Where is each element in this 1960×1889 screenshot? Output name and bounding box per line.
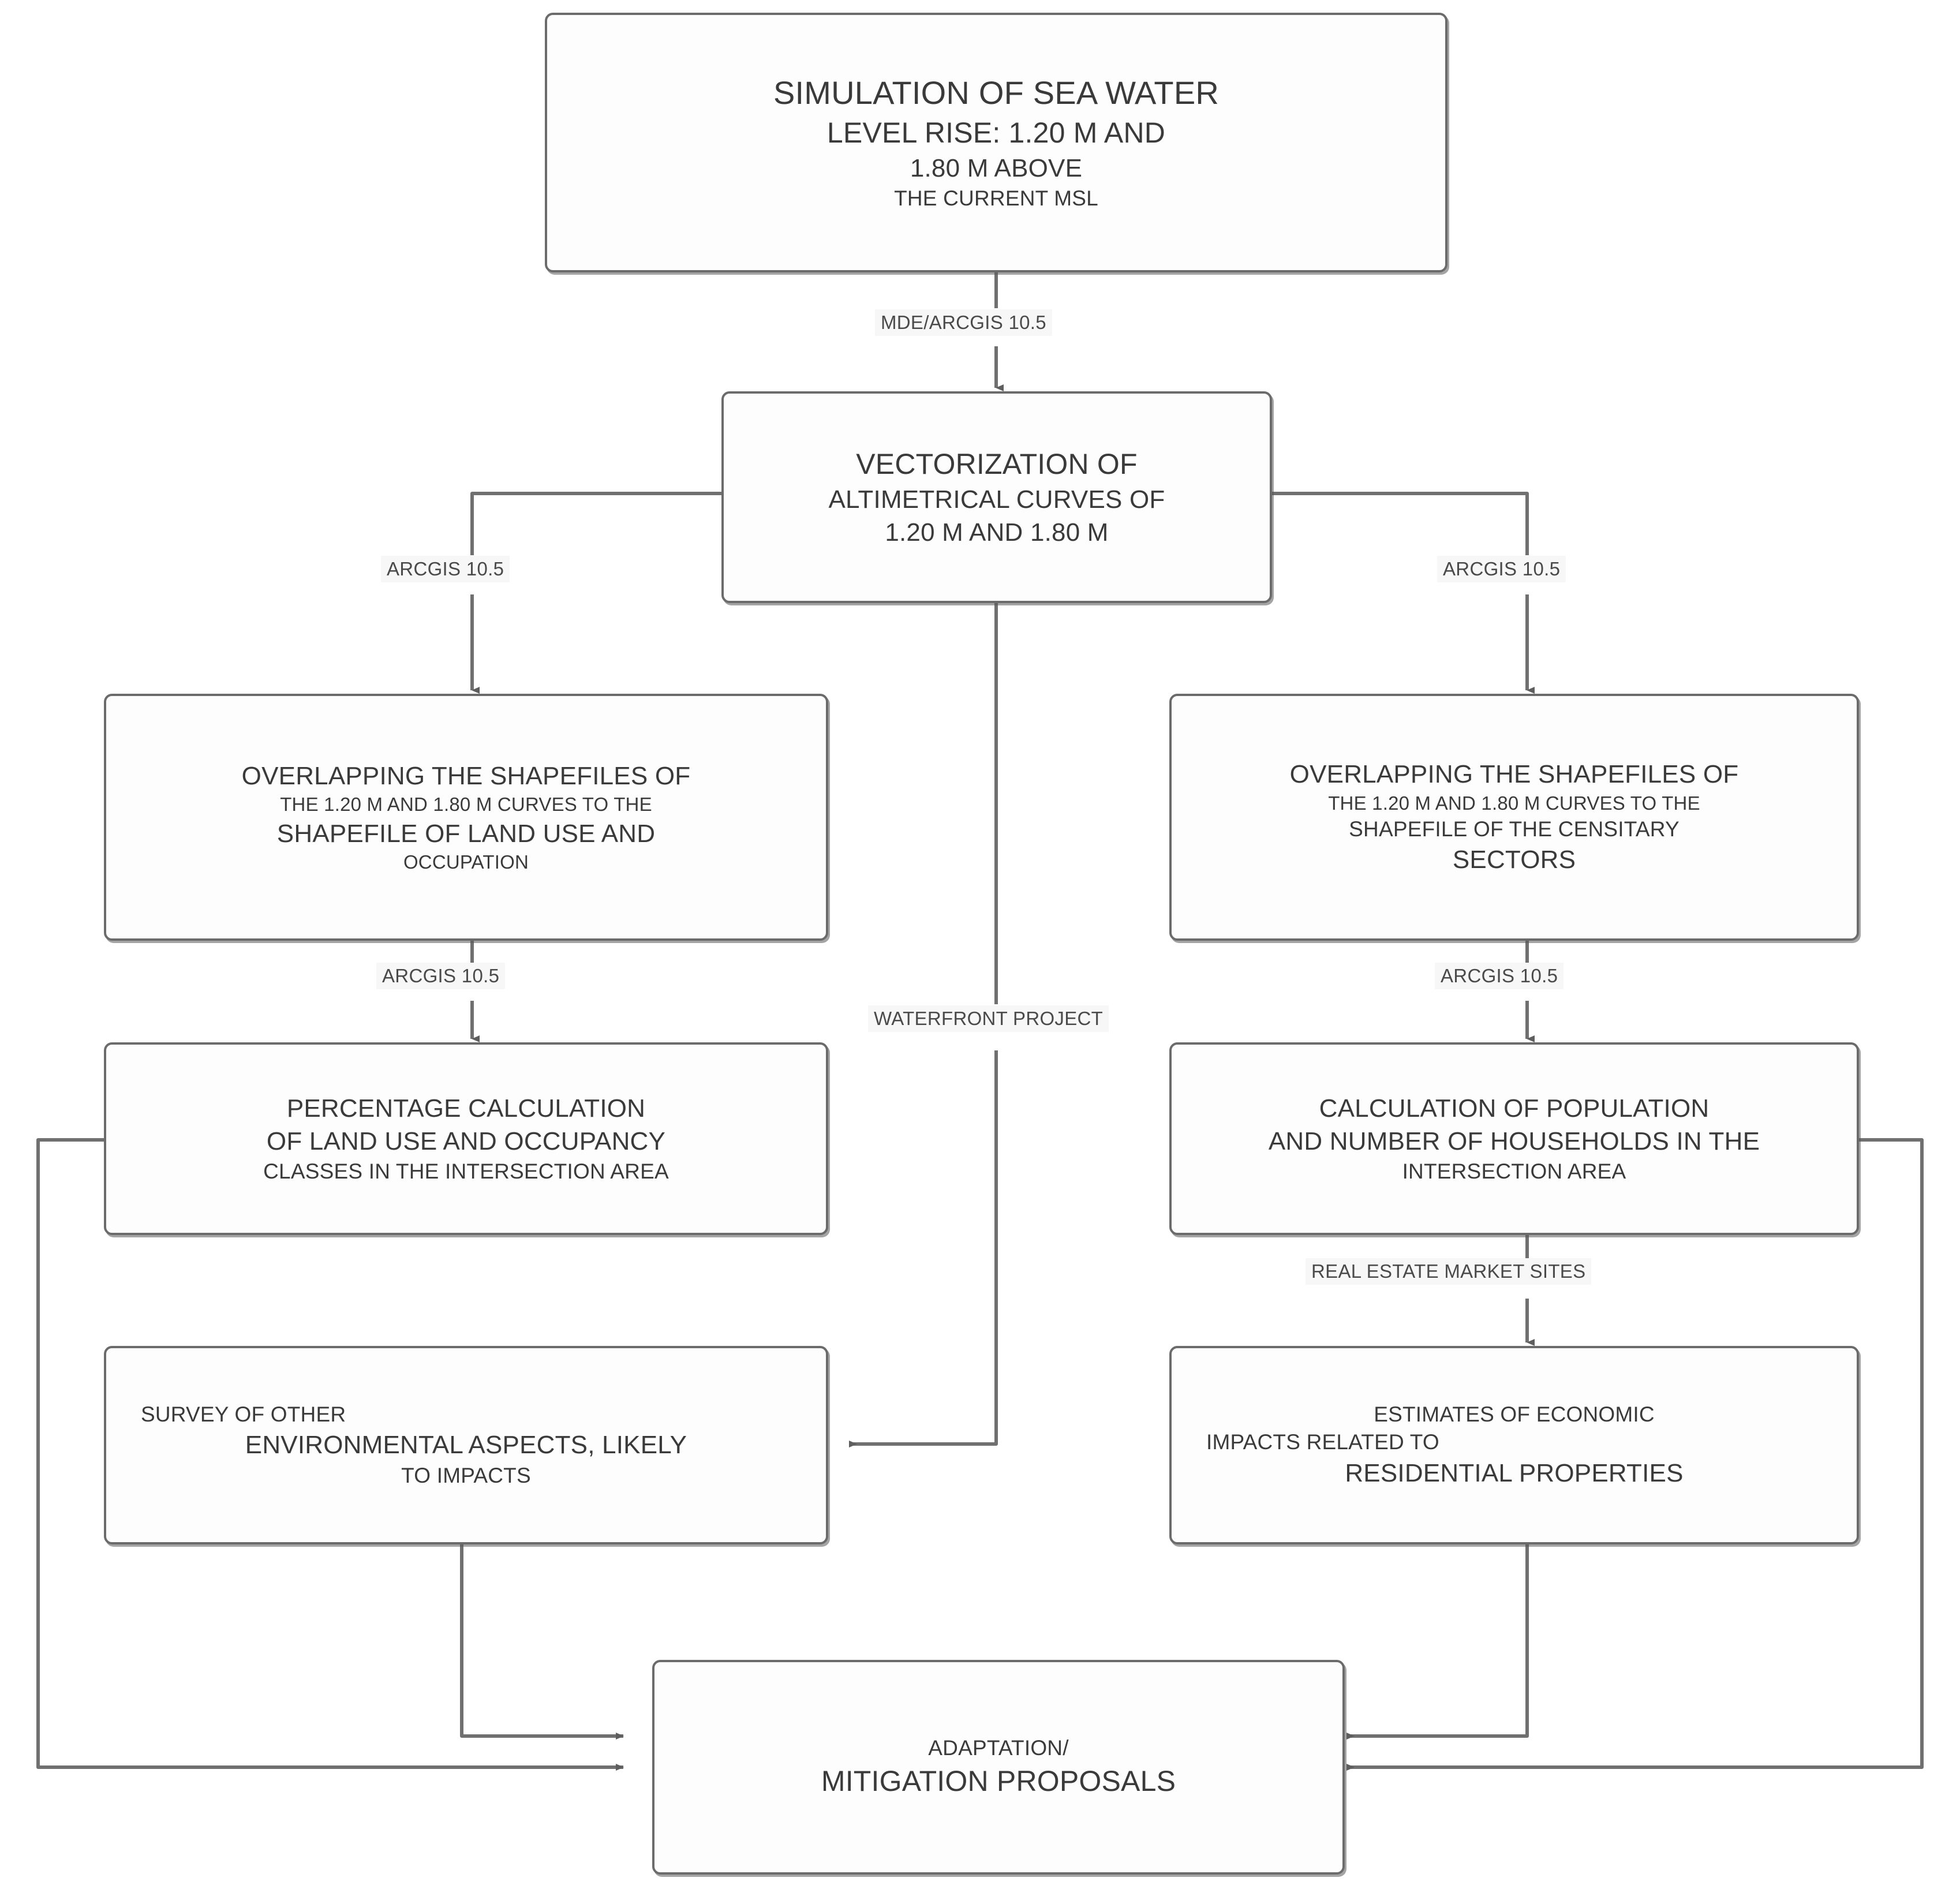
- edge-economic-to-proposals: [1346, 1544, 1529, 1740]
- node-population-calc-line-1: CALCULATION OF POPULATION: [1319, 1094, 1710, 1123]
- node-overlap-landuse-line-1: OVERLAPPING THE SHAPEFILES OF: [241, 761, 691, 790]
- node-vectorization-line-1: VECTORIZATION OF: [856, 447, 1138, 480]
- node-overlap-landuse[interactable]: OVERLAPPING THE SHAPEFILES OF THE 1.20 M…: [104, 694, 828, 941]
- edge-label-arcgis-left-mid: ARCGIS 10.5: [376, 963, 506, 989]
- node-economic-estimates-line-3: RESIDENTIAL PROPERTIES: [1345, 1458, 1684, 1487]
- node-overlap-censitary-line-1: OVERLAPPING THE SHAPEFILES OF: [1289, 760, 1739, 789]
- node-environmental-survey[interactable]: SURVEY OF OTHER ENVIRONMENTAL ASPECTS, L…: [104, 1346, 828, 1544]
- node-environmental-survey-line-2: ENVIRONMENTAL ASPECTS, LIKELY: [245, 1431, 687, 1460]
- node-simulation-line-1: SIMULATION OF SEA WATER: [773, 74, 1220, 111]
- node-population-calc[interactable]: CALCULATION OF POPULATION AND NUMBER OF …: [1169, 1042, 1859, 1235]
- edge-label-waterfront-project: WATERFRONT PROJECT: [868, 1005, 1109, 1032]
- edge-label-arcgis-left-top: ARCGIS 10.5: [381, 556, 510, 582]
- node-simulation-line-2: LEVEL RISE: 1.20 M AND: [826, 117, 1166, 149]
- edge-vectorization-to-environmental-trunk-lower: [849, 1050, 998, 1447]
- node-economic-estimates-line-2: IMPACTS RELATED TO: [1206, 1430, 1439, 1454]
- node-proposals[interactable]: ADAPTATION/ MITIGATION PROPOSALS: [652, 1660, 1345, 1875]
- node-overlap-censitary[interactable]: OVERLAPPING THE SHAPEFILES OF THE 1.20 M…: [1169, 694, 1859, 941]
- edge-label-arcgis-right-top: ARCGIS 10.5: [1437, 556, 1566, 582]
- node-simulation-line-4: THE CURRENT MSL: [894, 186, 1098, 211]
- node-percentage-calc-line-3: CLASSES IN THE INTERSECTION AREA: [263, 1159, 669, 1184]
- node-economic-estimates-line-1: ESTIMATES OF ECONOMIC: [1374, 1402, 1655, 1427]
- node-proposals-line-1: ADAPTATION/: [928, 1736, 1069, 1760]
- node-overlap-landuse-line-2: THE 1.20 M AND 1.80 M CURVES TO THE: [280, 794, 652, 816]
- node-vectorization-line-2: ALTIMETRICAL CURVES OF: [828, 485, 1165, 514]
- node-population-calc-line-3: INTERSECTION AREA: [1402, 1159, 1626, 1184]
- node-overlap-censitary-line-2: THE 1.20 M AND 1.80 M CURVES TO THE: [1328, 792, 1700, 814]
- node-simulation-line-3: 1.80 M ABOVE: [910, 154, 1083, 183]
- node-overlap-censitary-line-3: SHAPEFILE OF THE CENSITARY: [1349, 817, 1680, 841]
- node-overlap-landuse-line-4: OCCUPATION: [403, 851, 529, 873]
- node-simulation[interactable]: SIMULATION OF SEA WATER LEVEL RISE: 1.20…: [545, 13, 1447, 272]
- edge-label-mde-arcgis: MDE/ARCGIS 10.5: [875, 309, 1052, 336]
- node-proposals-line-2: MITIGATION PROPOSALS: [821, 1764, 1176, 1797]
- node-percentage-calc-line-2: OF LAND USE AND OCCUPANCY: [266, 1127, 666, 1155]
- node-percentage-calc[interactable]: PERCENTAGE CALCULATION OF LAND USE AND O…: [104, 1042, 828, 1235]
- node-overlap-landuse-line-3: SHAPEFILE OF LAND USE AND: [276, 820, 656, 848]
- node-vectorization-line-3: 1.20 M AND 1.80 M: [885, 518, 1109, 547]
- node-economic-estimates[interactable]: ESTIMATES OF ECONOMIC IMPACTS RELATED TO…: [1169, 1346, 1859, 1544]
- node-environmental-survey-line-1: SURVEY OF OTHER: [141, 1402, 346, 1427]
- node-population-calc-line-2: AND NUMBER OF HOUSEHOLDS IN THE: [1268, 1127, 1760, 1155]
- node-overlap-censitary-line-4: SECTORS: [1452, 846, 1576, 874]
- edge-environmental-to-proposals: [460, 1544, 624, 1740]
- node-percentage-calc-line-1: PERCENTAGE CALCULATION: [286, 1094, 646, 1123]
- edge-vectorization-to-overlap-landuse: [470, 492, 721, 555]
- node-vectorization[interactable]: VECTORIZATION OF ALTIMETRICAL CURVES OF …: [721, 391, 1272, 603]
- edge-vectorization-to-overlap-censitary: [1272, 492, 1529, 555]
- edge-label-real-estate-market-sites: REAL ESTATE MARKET SITES: [1306, 1258, 1592, 1285]
- node-environmental-survey-line-3: TO IMPACTS: [401, 1463, 531, 1487]
- edge-label-arcgis-right-mid: ARCGIS 10.5: [1435, 963, 1564, 989]
